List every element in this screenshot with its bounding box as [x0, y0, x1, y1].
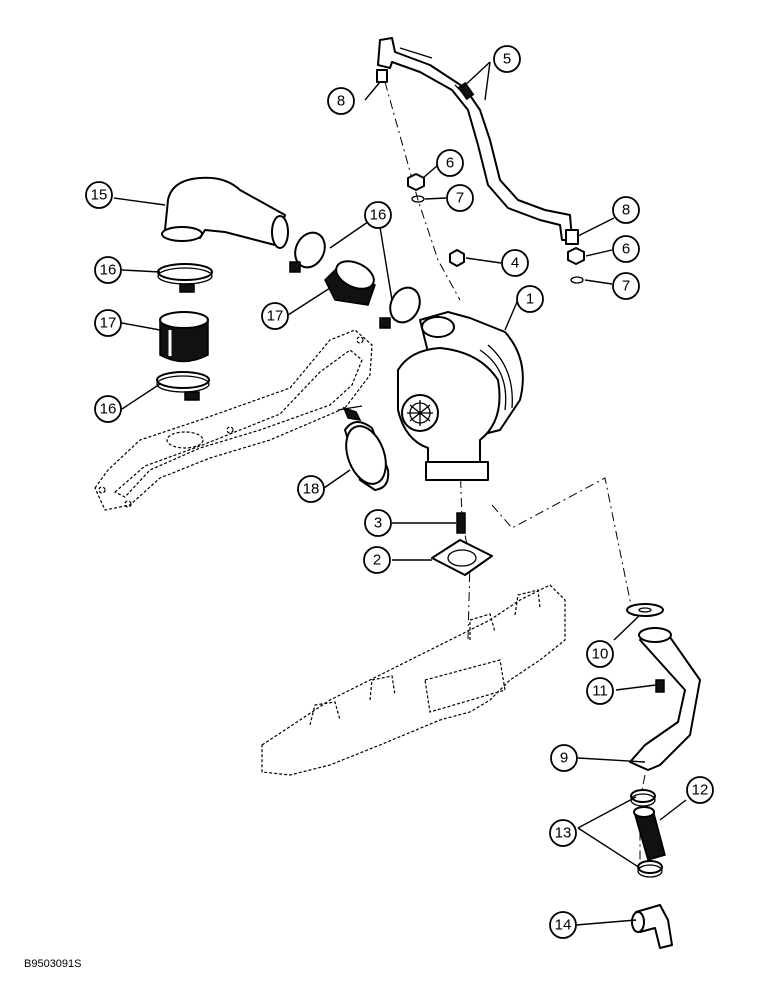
callout-12: 12 — [686, 776, 714, 804]
part-10-flange-gasket — [626, 603, 664, 617]
part-9-oil-drain-tube — [629, 627, 701, 771]
svg-text:17: 17 — [267, 308, 284, 325]
part-11-bolt — [655, 679, 665, 693]
part-13-clamp-bottom — [637, 860, 663, 878]
callout-5: 5 — [493, 45, 521, 73]
svg-text:4: 4 — [511, 255, 519, 272]
callout-4: 4 — [501, 249, 529, 277]
part-6-nut-right — [567, 247, 585, 265]
callout-15: 15 — [85, 181, 113, 209]
part-16-clamp-upper-right — [289, 231, 326, 273]
part-15-elbow-tube — [161, 176, 289, 249]
part-4-nut — [449, 249, 465, 267]
part-17-hose-right — [324, 260, 376, 306]
svg-text:9: 9 — [560, 750, 568, 767]
leader-lines — [113, 61, 687, 926]
svg-text:18: 18 — [303, 481, 320, 498]
part-8-fitting-top — [376, 69, 388, 83]
part-16-clamp-bottom-left — [156, 371, 210, 401]
callout-8-lower: 8 — [612, 196, 640, 224]
callout-14: 14 — [549, 911, 577, 939]
part-17-hose-left — [159, 311, 209, 363]
svg-text:16: 16 — [100, 262, 117, 279]
part-16-clamp-top-left — [157, 263, 213, 293]
part-16-clamp-lower-right — [379, 286, 421, 329]
svg-text:8: 8 — [622, 202, 630, 219]
part-6-nut-middle — [407, 173, 425, 191]
callout-6-lower: 6 — [612, 235, 640, 263]
callout-10: 10 — [586, 640, 614, 668]
callout-3: 3 — [364, 509, 392, 537]
part-7-washer-middle — [411, 195, 425, 203]
callout-17-right: 17 — [261, 302, 289, 330]
callout-1: 1 — [516, 285, 544, 313]
part-7-washer-right — [570, 276, 584, 284]
part-13-clamp-top — [630, 789, 656, 807]
callout-6-upper: 6 — [436, 149, 464, 177]
svg-text:1: 1 — [526, 291, 534, 308]
callout-11: 11 — [586, 677, 614, 705]
callout-17-left: 17 — [94, 309, 122, 337]
callout-2: 2 — [363, 546, 391, 574]
svg-text:15: 15 — [91, 187, 108, 204]
callout-16-left-bottom: 16 — [94, 395, 122, 423]
svg-text:10: 10 — [592, 646, 609, 663]
svg-text:8: 8 — [337, 93, 345, 110]
part-5-oil-feed-hose — [377, 37, 573, 241]
svg-text:14: 14 — [555, 917, 572, 934]
svg-text:16: 16 — [100, 401, 117, 418]
svg-text:2: 2 — [373, 552, 381, 569]
svg-text:3: 3 — [374, 515, 382, 532]
svg-text:7: 7 — [622, 278, 630, 295]
exhaust-manifold-outline — [261, 584, 566, 776]
svg-text:6: 6 — [446, 155, 454, 172]
callout-13: 13 — [549, 819, 577, 847]
svg-text:16: 16 — [370, 207, 387, 224]
callout-16-left-top: 16 — [94, 256, 122, 284]
callout-9: 9 — [550, 744, 578, 772]
svg-text:7: 7 — [456, 190, 464, 207]
callout-8-upper: 8 — [327, 87, 355, 115]
svg-text:5: 5 — [503, 51, 511, 68]
figure-code: B9503091S — [24, 958, 82, 970]
part-1-turbocharger — [397, 311, 524, 481]
part-2-gasket — [431, 539, 493, 576]
svg-text:11: 11 — [592, 683, 608, 700]
part-12-hose — [633, 806, 666, 861]
callout-7-lower: 7 — [612, 272, 640, 300]
part-14-elbow-fitting — [631, 904, 673, 949]
part-3-stud — [456, 512, 466, 534]
part-18-vband-clamp — [337, 405, 390, 491]
svg-text:6: 6 — [622, 241, 630, 258]
callout-16-right: 16 — [364, 201, 392, 229]
part-8-fitting-right — [565, 229, 579, 245]
callout-7-upper: 7 — [446, 184, 474, 212]
svg-text:12: 12 — [692, 782, 709, 799]
intake-manifold-outline — [94, 329, 373, 511]
svg-text:13: 13 — [555, 825, 572, 842]
callout-18: 18 — [297, 475, 325, 503]
svg-text:17: 17 — [100, 315, 117, 332]
